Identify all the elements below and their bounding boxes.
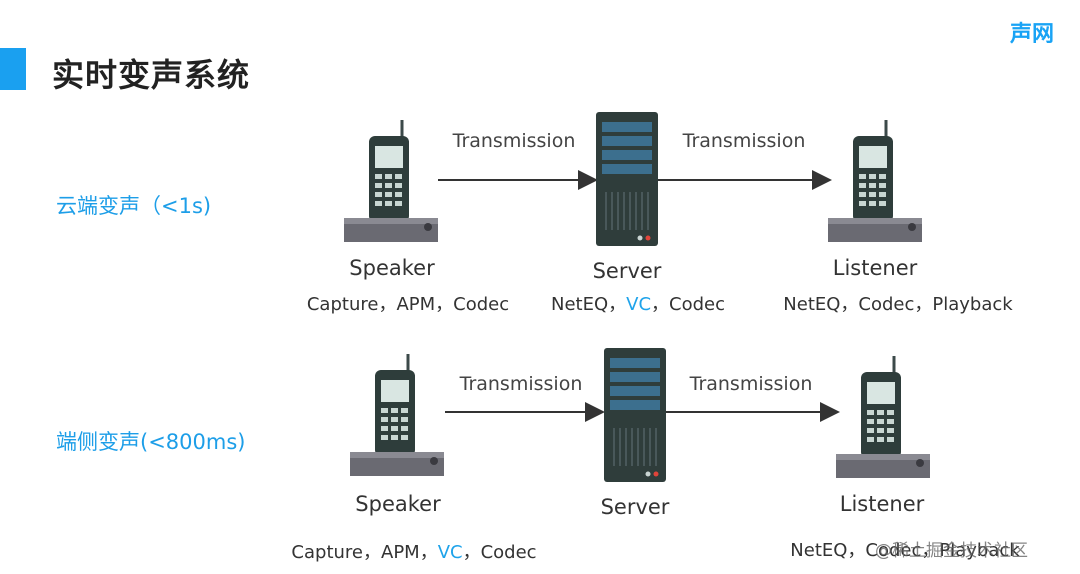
edge-label-transmission: Transmission xyxy=(459,373,583,395)
phone-icon xyxy=(344,118,440,248)
task-separator: ， xyxy=(608,294,627,315)
task-item: VC xyxy=(437,542,463,563)
task-separator: ， xyxy=(419,542,438,563)
node-label-listener: Listener xyxy=(832,256,918,280)
server-tasks: NetEQ，VC，Codec xyxy=(551,290,725,316)
node-label-speaker: Speaker xyxy=(355,492,441,516)
task-item: Capture xyxy=(291,542,363,563)
edge-label-transmission: Transmission xyxy=(682,130,806,152)
edge-label-transmission: Transmission xyxy=(452,130,576,152)
listener-tasks: NetEQ，Codec，Playback xyxy=(790,536,1019,562)
task-item: VC xyxy=(626,294,652,315)
task-item: Codec xyxy=(669,294,726,315)
node-label-server: Server xyxy=(600,495,670,519)
task-item: Playback xyxy=(932,294,1013,315)
listener-tasks: NetEQ，Codec，Playback xyxy=(783,290,1012,316)
task-separator: ， xyxy=(921,540,940,561)
task-item: NetEQ xyxy=(783,294,841,315)
task-item: Playback xyxy=(939,540,1020,561)
row-label-cloud: 云端变声（<1s) xyxy=(56,194,212,218)
task-separator: ， xyxy=(847,540,866,561)
server-icon xyxy=(604,348,666,486)
node-label-server: Server xyxy=(592,259,662,283)
task-separator: ， xyxy=(435,294,454,315)
task-separator: ， xyxy=(651,294,670,315)
task-item: Codec xyxy=(865,540,922,561)
task-item: Codec xyxy=(480,542,537,563)
page-title: 实时变声系统 xyxy=(52,56,251,94)
speaker-tasks: Capture，APM，VC，Codec xyxy=(291,538,536,564)
task-item: APM xyxy=(396,294,436,315)
watermark: @稀土掘金技术社区 xyxy=(875,541,1028,561)
phone-icon xyxy=(836,354,932,484)
task-item: Codec xyxy=(453,294,510,315)
task-separator: ， xyxy=(914,294,933,315)
task-separator: ， xyxy=(378,294,397,315)
task-item: Capture xyxy=(306,294,379,315)
title-accent-bar xyxy=(0,48,26,90)
phone-icon xyxy=(828,118,924,248)
node-label-speaker: Speaker xyxy=(349,256,435,280)
task-item: APM xyxy=(381,542,420,563)
phone-icon xyxy=(350,352,446,482)
task-item: NetEQ xyxy=(790,540,848,561)
brand-logo: 声网 xyxy=(1009,22,1054,47)
speaker-tasks: Capture，APM，Codec xyxy=(307,290,509,316)
task-item: Codec xyxy=(858,294,915,315)
task-separator: ， xyxy=(462,542,481,563)
node-label-listener: Listener xyxy=(839,492,925,516)
task-separator: ， xyxy=(840,294,859,315)
edge-label-transmission: Transmission xyxy=(689,373,813,395)
task-separator: ， xyxy=(363,542,381,563)
row-label-device: 端侧变声(<800ms) xyxy=(56,430,246,454)
task-item: NetEQ xyxy=(550,294,609,315)
server-icon xyxy=(596,112,658,250)
